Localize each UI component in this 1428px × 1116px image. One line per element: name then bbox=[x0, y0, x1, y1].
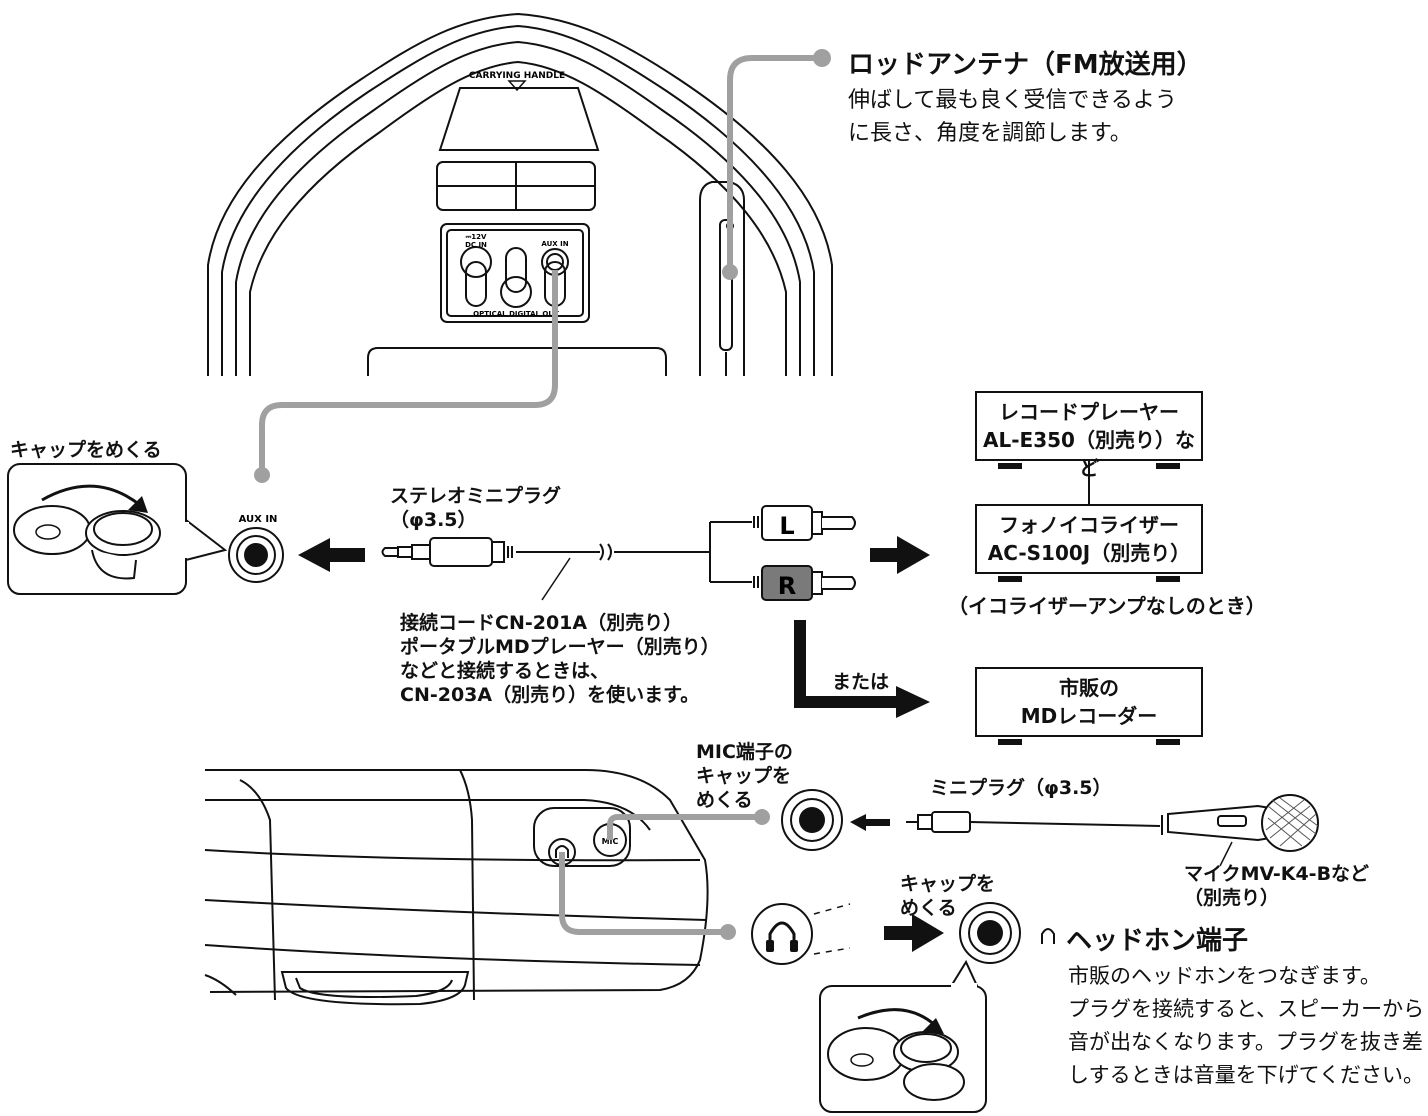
md-recorder-line2: MDレコーダー bbox=[1020, 704, 1158, 728]
microphone bbox=[906, 794, 1319, 852]
device-boxes bbox=[975, 391, 1203, 745]
dc-voltage-label: ⎓​12V bbox=[466, 233, 487, 241]
mic-cap-line1: MIC端子の bbox=[696, 741, 793, 763]
aux-leader bbox=[254, 270, 558, 483]
headphone-small-icon bbox=[555, 845, 569, 858]
aux-in-jack-label: AUX IN bbox=[239, 514, 278, 525]
md-recorder-line1: 市販の bbox=[1059, 676, 1119, 700]
cord-line2: ポータブルMDプレーヤー（別売り） bbox=[400, 636, 720, 658]
arrow-right-headphone-icon bbox=[884, 914, 944, 952]
channel-r-label: R bbox=[778, 572, 796, 600]
or-arrow-head-icon bbox=[896, 686, 930, 718]
channel-l-label: L bbox=[779, 512, 794, 540]
headphone-jack-cap bbox=[751, 903, 851, 965]
mic-grille bbox=[1265, 797, 1319, 847]
md-recorder-box: 市販の MDレコーダー bbox=[976, 674, 1202, 730]
mic-model-line1: マイクMV-K4-Bなど bbox=[1184, 863, 1370, 885]
mic-jack-big bbox=[781, 789, 843, 851]
antenna-desc-line2: に長さ、角度を調節します。 bbox=[848, 121, 1132, 146]
headphone-icon bbox=[1041, 928, 1055, 944]
equalizer-box: フォノイコライザー AC-S100J（別売り） bbox=[976, 511, 1202, 567]
headphone-jack-big bbox=[959, 902, 1021, 964]
aux-cap-label: キャップをめくる bbox=[10, 439, 162, 461]
equalizer-line2: AC-S100J（別売り） bbox=[987, 541, 1191, 565]
stereo-cable bbox=[381, 505, 856, 601]
antenna-desc-line1: 伸ばして最も良く受信できるよう bbox=[848, 88, 1177, 113]
aux-in-jack bbox=[228, 527, 284, 583]
cord-line1: 接続コードCN-201A（別売り） bbox=[400, 612, 683, 634]
arrow-left-small-icon bbox=[850, 814, 890, 831]
cord-line3: などと接続するときは、 bbox=[400, 660, 610, 682]
headphone-desc-line1: 市販のヘッドホンをつなぎます。 bbox=[1068, 964, 1381, 988]
mic-cap-line3: めくる bbox=[696, 789, 753, 811]
unit-front-view bbox=[204, 769, 709, 1006]
unit-back-view bbox=[207, 12, 833, 376]
headphone-leader bbox=[559, 852, 736, 940]
plug-label-line1: ステレオミニプラグ bbox=[390, 485, 562, 507]
optical-out-label: OPTICAL DIGITAL OUT bbox=[473, 310, 559, 318]
carrying-handle-label: CARRYING HANDLE bbox=[469, 71, 565, 81]
hp-cap-line2: めくる bbox=[900, 897, 957, 919]
aux-cap-inset bbox=[7, 463, 228, 595]
headphone-cap-inset bbox=[819, 959, 987, 1113]
mic-leader bbox=[607, 809, 770, 840]
antenna-title: ロッドアンテナ（FM放送用） bbox=[848, 50, 1203, 80]
equalizer-note: （イコライザーアンプなしのとき） bbox=[948, 594, 1266, 618]
headphone-title: ヘッドホン端子 bbox=[1066, 926, 1249, 956]
handle-arrow-icon bbox=[507, 80, 527, 92]
or-label: または bbox=[832, 671, 890, 693]
mic-model-line2: （別売り） bbox=[1184, 887, 1280, 909]
mic-pointer bbox=[1219, 841, 1233, 867]
headphone-desc-line2: プラグを接続すると、スピーカーから bbox=[1068, 997, 1425, 1021]
dc-in-label: DC IN bbox=[465, 241, 487, 249]
mic-jack-label: MIC bbox=[602, 837, 619, 846]
plug-label-line2: （φ3.5） bbox=[390, 509, 477, 531]
headphone-desc-line3: 音が出なくなります。プラグを抜き差 bbox=[1068, 1030, 1423, 1054]
hp-cap-line1: キャップを bbox=[900, 873, 996, 895]
aux-in-panel-label: AUX IN bbox=[541, 240, 568, 248]
arrow-right-icon bbox=[870, 536, 930, 574]
mini-plug-label: ミニプラグ（φ3.5） bbox=[930, 777, 1112, 799]
cord-line4: CN-203A（別売り）を使います。 bbox=[400, 684, 700, 706]
arrow-left-icon bbox=[298, 538, 365, 572]
antenna-leader bbox=[722, 49, 831, 280]
record-player-box: レコードプレーヤー AL-E350（別売り）など bbox=[976, 398, 1202, 482]
mic-cap-line2: キャップを bbox=[696, 765, 792, 787]
record-player-line2: AL-E350（別売り）など bbox=[983, 428, 1195, 480]
or-arrow-path bbox=[794, 620, 900, 708]
headphone-desc-line4: しするときは音量を下げてください。 bbox=[1068, 1063, 1424, 1087]
equalizer-line1: フォノイコライザー bbox=[999, 513, 1179, 537]
record-player-line1: レコードプレーヤー bbox=[999, 400, 1179, 424]
